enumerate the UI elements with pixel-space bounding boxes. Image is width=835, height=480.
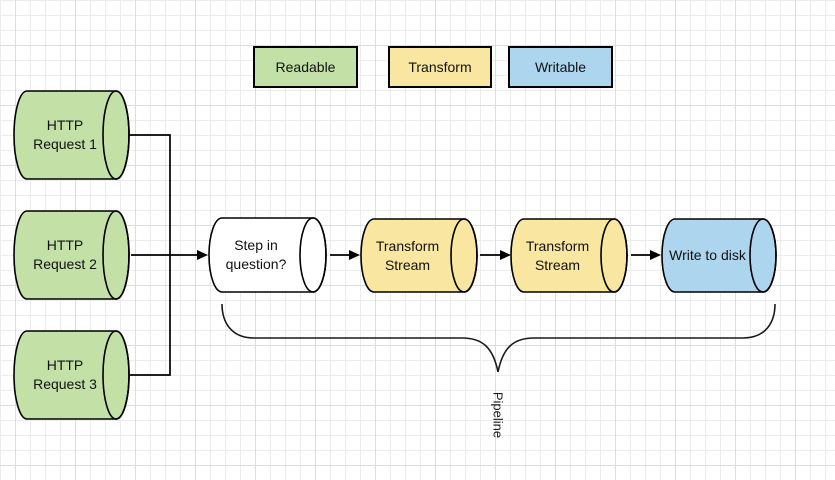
node-http-request-2: HTTP Request 2 [13,210,130,300]
node-label-http-request-2: HTTP Request 2 [33,237,97,272]
cylinder-shape [13,210,130,300]
node-label-http-request-3: HTTP Request 3 [33,357,97,392]
node-write-to-disk: Write to disk [661,218,777,293]
arrowhead-into-transform2 [500,250,511,260]
cylinder-shape [208,217,327,293]
node-label-http-request-1: HTTP Request 1 [33,117,97,152]
connector-http-request-1 [129,134,171,255]
node-label-transform-stream-1: Transform Stream [375,237,440,273]
node-http-request-1: HTTP Request 1 [13,90,130,180]
legend-item-readable: Readable [253,46,358,88]
arrowhead-into-writable [650,250,661,260]
cylinder-shape [13,90,130,180]
legend-item-transform: Transform [388,46,492,88]
arrowhead-into-step [197,250,208,260]
node-step-in-question: Step in question? [208,217,327,293]
cylinder-shape [661,218,777,293]
legend-label-writable: Writable [534,59,587,75]
pipeline-brace-label: Pipeline [490,391,506,439]
legend-label-transform: Transform [408,59,472,75]
cylinder-shape [510,218,628,293]
cylinder-shape [13,330,130,420]
connector-http-request-3 [130,255,171,376]
arrowhead-into-transform1 [349,250,360,260]
node-http-request-3: HTTP Request 3 [13,330,130,420]
node-label-step-in-question: Step in question? [225,237,287,272]
legend-item-writable: Writable [508,46,613,88]
node-label-transform-stream-2: Transform Stream [525,237,590,273]
node-label-write-to-disk: Write to disk [669,247,746,263]
node-transform-stream-1: Transform Stream [360,218,478,293]
node-transform-stream-2: Transform Stream [510,218,628,293]
pipeline-brace [221,303,776,373]
legend-label-readable: Readable [275,59,336,75]
cylinder-shape [360,218,478,293]
